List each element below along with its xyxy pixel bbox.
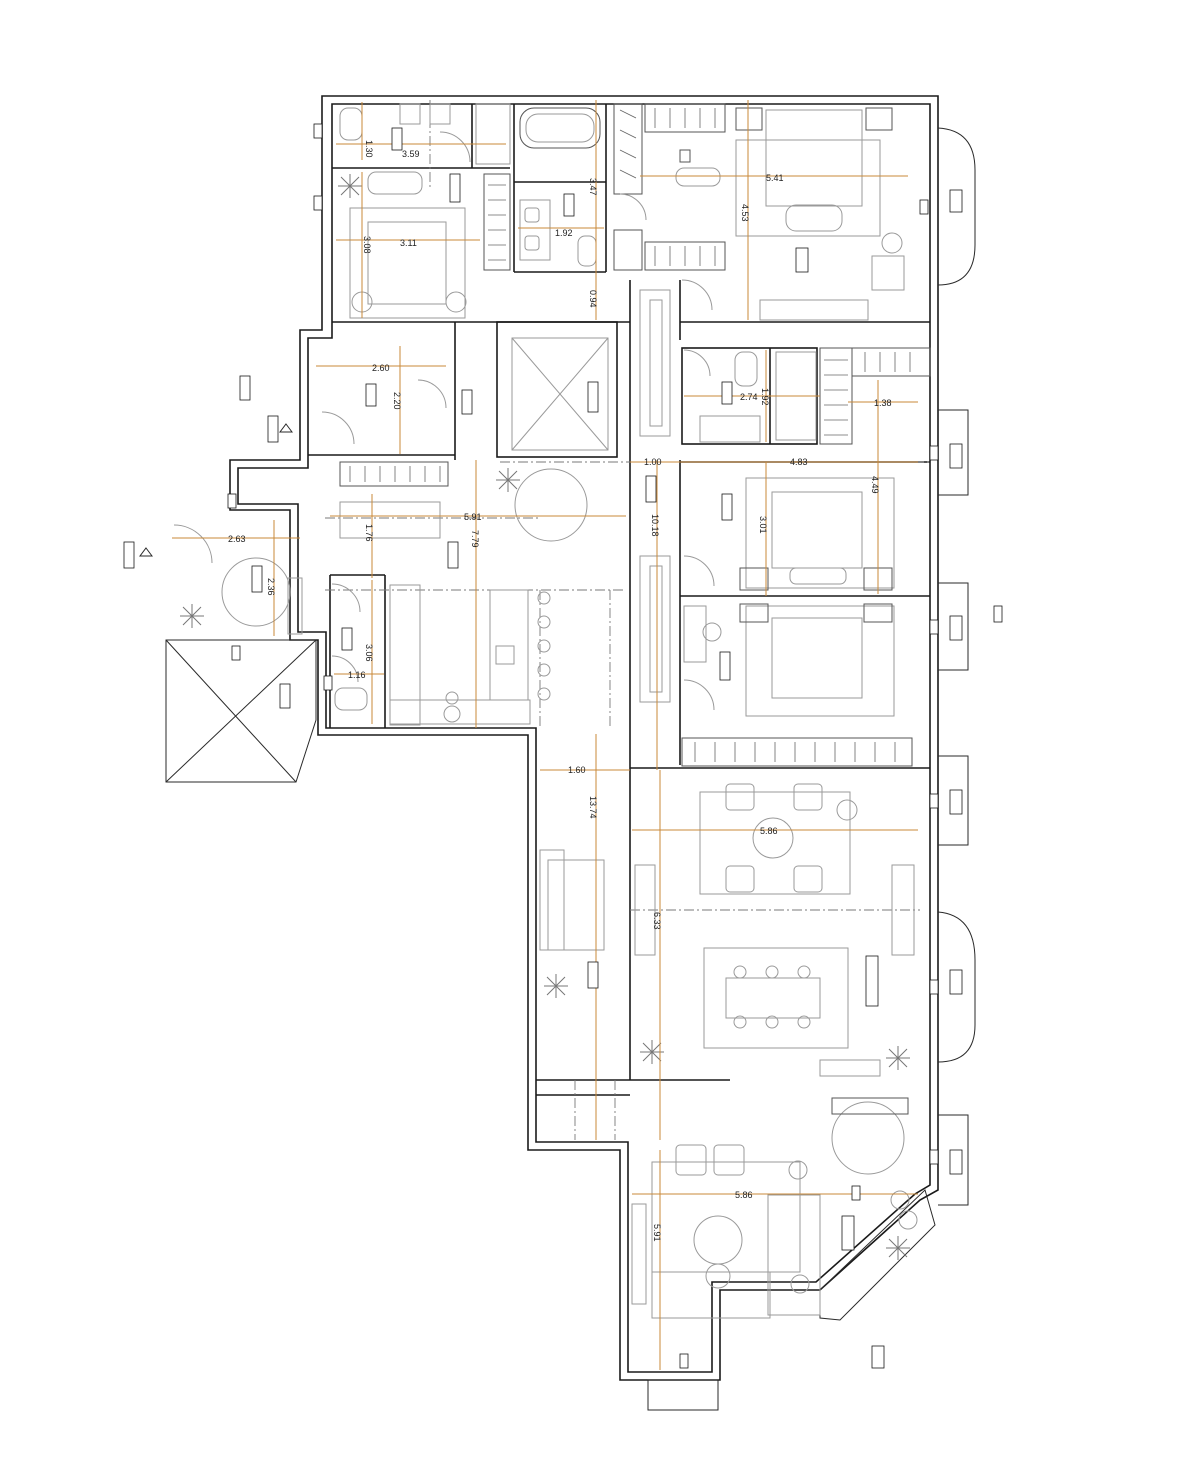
- dim-10-18: 10.18: [650, 514, 660, 537]
- plants: [180, 174, 910, 1260]
- window-tag: [929, 979, 939, 995]
- window-tag: [949, 615, 963, 641]
- room-tag: [365, 383, 377, 407]
- dim-5-86-living: 5.86: [735, 1190, 753, 1200]
- window-tag: [929, 619, 939, 635]
- window-tag: [949, 189, 963, 213]
- dim-2-36: 2.36: [266, 578, 276, 596]
- window-tag: [949, 443, 963, 469]
- room-tag: [239, 375, 251, 401]
- wardrobes: [339, 103, 931, 767]
- window-tag: [919, 199, 929, 215]
- dim-3-47: 3.47: [588, 178, 598, 196]
- window-tag: [949, 789, 963, 815]
- dim-13-74: 13.74: [588, 796, 598, 819]
- dim-5-86-dining: 5.86: [760, 826, 778, 836]
- dim-3-01: 3.01: [758, 516, 768, 534]
- dim-5-91-living: 5.91: [652, 1224, 662, 1242]
- dim-1-92-shower: 1.92: [760, 388, 770, 406]
- dimension-lines: [172, 100, 918, 1370]
- window-tag: [993, 605, 1003, 623]
- dim-1-38: 1.38: [874, 398, 892, 408]
- room-tag: [795, 247, 809, 273]
- window-tag: [227, 493, 237, 509]
- room-tag: [449, 173, 461, 203]
- dim-3-08: 3.08: [362, 236, 372, 254]
- room-tag: [645, 475, 657, 503]
- dim-6-33: 6.33: [652, 912, 662, 930]
- room-tag: [279, 683, 291, 709]
- window-tag: [929, 793, 939, 809]
- window-tag: [323, 675, 333, 691]
- room-tag: [447, 541, 459, 569]
- window-tag: [679, 1353, 689, 1369]
- dim-2-63: 2.63: [228, 534, 246, 544]
- entrance-arrow-icon: [279, 423, 293, 433]
- dim-1-30: 1.30: [364, 140, 374, 158]
- dim-2-60: 2.60: [372, 363, 390, 373]
- dim-1-92-bath: 1.92: [555, 228, 573, 238]
- room-tag: [391, 127, 403, 151]
- window-tag: [929, 445, 939, 461]
- dim-1-16: 1.16: [348, 670, 366, 680]
- window-tag: [871, 1345, 885, 1369]
- dim-1-76: 1.76: [364, 524, 374, 542]
- dim-5-41: 5.41: [766, 173, 784, 183]
- interior-walls: [308, 104, 930, 1096]
- window-tag: [949, 969, 963, 995]
- dim-2-74: 2.74: [740, 392, 758, 402]
- room-tag: [341, 627, 353, 651]
- dim-4-83: 4.83: [790, 457, 808, 467]
- room-tag: [461, 389, 473, 415]
- dimension-labels: 1.30 3.59 3.47 5.41 4.53 3.11 3.08 1.92 …: [228, 140, 892, 1242]
- window-tag: [851, 1185, 861, 1201]
- dim-1-60: 1.60: [568, 765, 586, 775]
- dim-3-06: 3.06: [364, 644, 374, 662]
- room-tag: [123, 541, 135, 569]
- entrance-arrow-icon: [139, 547, 153, 557]
- window-tag: [949, 1149, 963, 1175]
- room-tag: [563, 193, 575, 217]
- exterior-walls: [165, 95, 976, 1411]
- room-tag: [587, 381, 599, 413]
- dim-1-00: 1.00: [644, 457, 662, 467]
- door-swings: [173, 131, 715, 711]
- dim-4-49: 4.49: [870, 476, 880, 494]
- room-tag: [721, 493, 733, 521]
- window-tag: [313, 195, 323, 211]
- room-tag: [251, 565, 263, 593]
- axis-lines: [325, 100, 930, 1140]
- window-tag: [231, 645, 241, 661]
- room-tags: [123, 123, 1003, 1369]
- dim-7-79: 7.79: [470, 530, 480, 548]
- dim-0-94: 0.94: [588, 290, 598, 308]
- dim-4-53: 4.53: [740, 204, 750, 222]
- window-tag: [929, 1149, 939, 1165]
- room-tag: [267, 415, 279, 443]
- room-tag: [865, 955, 879, 1007]
- room-tag: [719, 651, 731, 681]
- room-tag: [721, 381, 733, 405]
- room-tag: [587, 961, 599, 989]
- room-tag: [841, 1215, 855, 1251]
- dim-2-20: 2.20: [392, 392, 402, 410]
- dim-3-59: 3.59: [402, 149, 420, 159]
- dim-5-91-hall: 5.91: [464, 512, 482, 522]
- entrance-markers: [139, 423, 293, 557]
- dim-3-11: 3.11: [400, 238, 417, 248]
- window-tag: [313, 123, 323, 139]
